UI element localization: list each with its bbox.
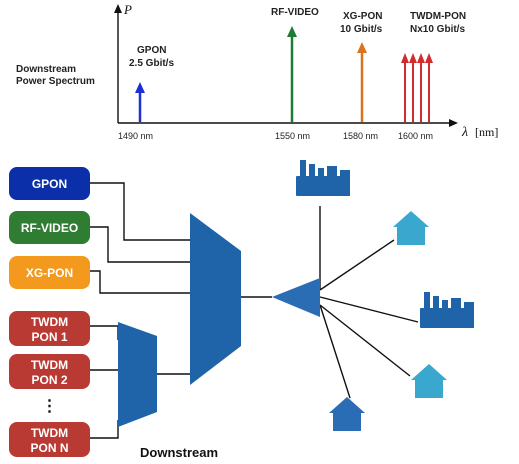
- tick-1600: 1600 nm: [398, 131, 433, 141]
- optical-splitter: [272, 278, 320, 317]
- twdm-spectrum-arrows: [401, 53, 433, 122]
- xg-pon-spectrum-label-2: 10 Gbit/s: [340, 24, 383, 35]
- tick-1580: 1580 nm: [343, 131, 378, 141]
- twdm-spectrum-label-2: Nx10 Gbit/s: [410, 24, 465, 35]
- rf-video-source-box: RF-VIDEO: [9, 211, 90, 244]
- twdm-pon-1-line2: PON 1: [31, 330, 67, 344]
- rf-video-spectrum-arrow: [287, 26, 297, 122]
- twdm-pon-2-line1: TWDM: [31, 358, 68, 372]
- twdm-ellipsis: ⋮: [42, 398, 58, 415]
- network-diagram: GPON RF-VIDEO XG-PON TWDM PON 1 TWDM PON…: [9, 160, 474, 460]
- gpon-source-label: GPON: [32, 177, 67, 191]
- gpon-spectrum-label-1: GPON: [137, 45, 166, 56]
- spectrum-side-label-1: Downstream: [16, 64, 76, 75]
- factory-icon: [420, 292, 474, 328]
- twdm-pon-n-line2: PON N: [30, 441, 68, 455]
- power-spectrum-chart: P λ [nm] Downstream Power Spectrum 1490 …: [16, 2, 498, 141]
- twdm-spectrum-label-1: TWDM-PON: [410, 11, 466, 22]
- house-icon: [329, 397, 365, 431]
- rf-video-source-label: RF-VIDEO: [21, 221, 78, 235]
- y-axis-arrowhead: [114, 4, 122, 13]
- twdm-pon-2-line2: PON 2: [31, 373, 67, 387]
- gpon-source-box: GPON: [9, 167, 90, 200]
- y-axis-label: P: [123, 2, 132, 17]
- rf-video-spectrum-label: RF-VIDEO: [271, 7, 319, 18]
- twdm-multiplexer: [118, 322, 157, 427]
- tick-1490: 1490 nm: [118, 131, 153, 141]
- twdm-pon-2-box: TWDM PON 2: [9, 354, 90, 389]
- factory-icon: [296, 160, 350, 196]
- footer-caption: Downstream: [140, 445, 218, 460]
- spectrum-side-label-2: Power Spectrum: [16, 76, 95, 87]
- x-axis-arrowhead: [449, 119, 458, 127]
- house-icon: [411, 364, 447, 398]
- xg-pon-spectrum-label-1: XG-PON: [343, 11, 382, 22]
- twdm-pon-1-line1: TWDM: [31, 315, 68, 329]
- xg-pon-source-label: XG-PON: [26, 266, 73, 280]
- wdm-multiplexer: [190, 213, 241, 385]
- twdm-pon-n-line1: TWDM: [31, 426, 68, 440]
- xg-pon-spectrum-arrow: [357, 42, 367, 122]
- tick-1550: 1550 nm: [275, 131, 310, 141]
- x-axis-unit: [nm]: [475, 125, 498, 139]
- twdm-pon-1-box: TWDM PON 1: [9, 311, 90, 346]
- xg-pon-source-box: XG-PON: [9, 256, 90, 289]
- gpon-spectrum-arrow: [135, 82, 145, 122]
- house-icon: [393, 211, 429, 245]
- gpon-spectrum-label-2: 2.5 Gbit/s: [129, 58, 174, 69]
- x-axis-lambda: λ: [461, 125, 468, 140]
- twdm-pon-n-box: TWDM PON N: [9, 422, 90, 457]
